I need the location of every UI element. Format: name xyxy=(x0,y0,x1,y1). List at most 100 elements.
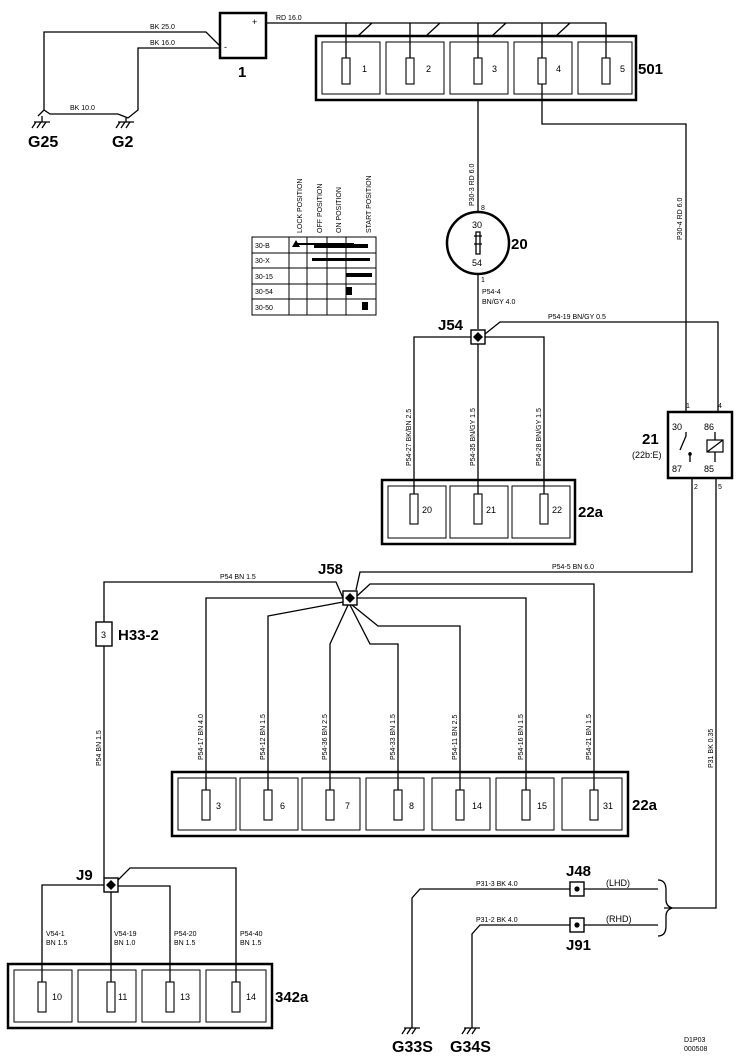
svg-text:J48: J48 xyxy=(566,863,591,880)
wire-v54-19-b: BN 1.0 xyxy=(114,940,136,947)
fuse-22a-21: 21 xyxy=(486,505,496,515)
switch-pin-top: 8 xyxy=(481,205,485,212)
wire-g25-g2: BK 10.0 xyxy=(70,105,95,112)
svg-text:G34S: G34S xyxy=(450,1039,491,1056)
wire-v54-19-a: V54-19 xyxy=(114,931,137,938)
col-lock-position: LOCK POSITION xyxy=(297,179,304,233)
fuse-22a-20: 20 xyxy=(422,505,432,515)
ground-g2: G2 xyxy=(112,118,134,151)
wire-j58-h33: P54 BN 1.5 xyxy=(220,574,256,581)
relay-pin-87: 87 xyxy=(672,464,682,474)
wire-v54-1-a: V54-1 xyxy=(46,931,65,938)
wire-p54-20-a: P54-20 xyxy=(174,931,197,938)
fuse-501-4: 4 xyxy=(556,64,561,74)
wire-j54-relay: P54-19 BN/GY 0.5 xyxy=(548,314,606,321)
fusebox-22a-top: 20 21 22 22a xyxy=(380,478,604,546)
lhd-label: (LHD) xyxy=(606,878,630,888)
wire-v54-1-b: BN 1.5 xyxy=(46,940,68,947)
ignition-switch: 8 30 54 20 1 xyxy=(445,205,528,284)
wire-p54-40-b: BN 1.5 xyxy=(240,940,262,947)
wire-j54-b3: P54-28 BN/GY 1.5 xyxy=(536,408,543,466)
fusebox-22a-bottom-label: 22a xyxy=(632,797,658,814)
wire-j54-b1: P54-27 BK/BN 2.5 xyxy=(406,409,413,466)
wire-relay-j58: P54-5 BN 6.0 xyxy=(552,564,594,571)
svg-text:J91: J91 xyxy=(566,937,591,954)
wire-p54-21: P54-21 BN 1.5 xyxy=(586,714,593,760)
relay-label: 21 xyxy=(642,431,659,448)
fuse-501-2: 2 xyxy=(426,64,431,74)
fusebox-22a-bottom: 3 6 7 8 14 15 31 22a xyxy=(170,770,658,838)
battery-minus: - xyxy=(224,42,227,52)
wire-p54-11: P54-11 BN 2.5 xyxy=(452,714,459,760)
wire-switch-out-a: P54-4 xyxy=(482,289,501,296)
fuse-342a-11: 11 xyxy=(118,992,127,1002)
junction-j91: J91 xyxy=(566,917,591,954)
fuse-342a-13: 13 xyxy=(180,992,190,1002)
row-30-50: 30-50 xyxy=(255,305,273,312)
battery-plus: + xyxy=(252,17,257,27)
relay-ext-2: 2 xyxy=(694,484,698,491)
fusebox-22a-top-label: 22a xyxy=(578,504,604,521)
svg-text:J54: J54 xyxy=(438,317,464,334)
relay-pin-86: 86 xyxy=(704,422,714,432)
relay-ext-4: 4 xyxy=(718,403,722,410)
ground-g33s: G33S xyxy=(392,1027,433,1056)
relay-ext-1: 1 xyxy=(686,403,690,410)
wire-fuse4-relay: P30-4 RD 6.0 xyxy=(677,197,684,240)
battery-label: 1 xyxy=(238,64,246,81)
wire-bat-g25: BK 25.0 xyxy=(150,24,175,31)
svg-text:J9: J9 xyxy=(76,867,93,884)
rhd-label: (RHD) xyxy=(606,914,632,924)
row-30-15: 30-15 xyxy=(255,274,273,281)
row-30-b: 30-B xyxy=(255,243,270,250)
relay-21: 1 4 30 86 87 85 2 5 21 (22b:E) xyxy=(632,403,734,491)
fuse-501-3: 3 xyxy=(492,64,497,74)
ref-code-a: D1P03 xyxy=(684,1037,706,1044)
row-30-x: 30-X xyxy=(255,258,270,265)
wire-p54-17: P54-17 BN 4.0 xyxy=(198,714,205,760)
wire-p54-33: P54-33 BN 1.5 xyxy=(390,714,397,760)
switch-pin-bottom: 1 xyxy=(481,277,485,284)
svg-text:J58: J58 xyxy=(318,561,343,578)
junction-j54: J54 xyxy=(438,317,486,345)
col-start-position: START POSITION xyxy=(366,175,373,233)
junction-j58: J58 xyxy=(318,561,358,606)
fuse-22a-6: 6 xyxy=(280,801,285,811)
ground-g25: G25 xyxy=(28,116,58,151)
wire-switch-out-b: BN/GY 4.0 xyxy=(482,299,515,306)
fuse-22a-15: 15 xyxy=(537,801,547,811)
row-30-54: 30-54 xyxy=(255,289,273,296)
fuse-22a-22: 22 xyxy=(552,505,562,515)
relay-sub: (22b:E) xyxy=(632,450,662,460)
wire-j48: P31-3 BK 4.0 xyxy=(476,881,518,888)
fusebox-342a-label: 342a xyxy=(275,989,309,1006)
switch-terminal-30: 30 xyxy=(472,220,482,230)
fuse-22a-31: 31 xyxy=(603,801,613,811)
connector-h33-pin: 3 xyxy=(101,630,106,640)
switch-terminal-54: 54 xyxy=(472,258,482,268)
ignition-switch-label: 20 xyxy=(511,236,528,253)
wire-p54-16: P54-16 BN 1.5 xyxy=(518,714,525,760)
col-off-position: OFF POSITION xyxy=(317,184,324,233)
wire-bat-g2: BK 16.0 xyxy=(150,40,175,47)
wire-relay-ground: P31 BK 0.35 xyxy=(708,729,715,768)
wire-j91: P31-2 BK 4.0 xyxy=(476,917,518,924)
wire-p54-40-a: P54-40 xyxy=(240,931,263,938)
svg-text:G2: G2 xyxy=(112,134,133,151)
svg-text:G25: G25 xyxy=(28,134,58,151)
fuse-22a-14: 14 xyxy=(472,801,482,811)
wire-j54-b2: P54-35 BN/GY 1.5 xyxy=(470,408,477,466)
connector-h33-label: H33-2 xyxy=(118,627,159,644)
ground-g34s: G34S xyxy=(450,1027,491,1056)
junction-j9: J9 xyxy=(76,867,119,893)
wire-p54-20-b: BN 1.5 xyxy=(174,940,196,947)
fusebox-501: 1 2 3 4 5 501 xyxy=(314,34,663,102)
fuse-342a-10: 10 xyxy=(52,992,62,1002)
fuse-342a-14: 14 xyxy=(246,992,256,1002)
fuse-501-1: 1 xyxy=(362,64,367,74)
wire-p54-36: P54-36 BN 2.5 xyxy=(322,714,329,760)
fuse-22a-3: 3 xyxy=(216,801,221,811)
col-on-position: ON POSITION xyxy=(336,187,343,233)
battery: + - 1 xyxy=(218,11,268,81)
